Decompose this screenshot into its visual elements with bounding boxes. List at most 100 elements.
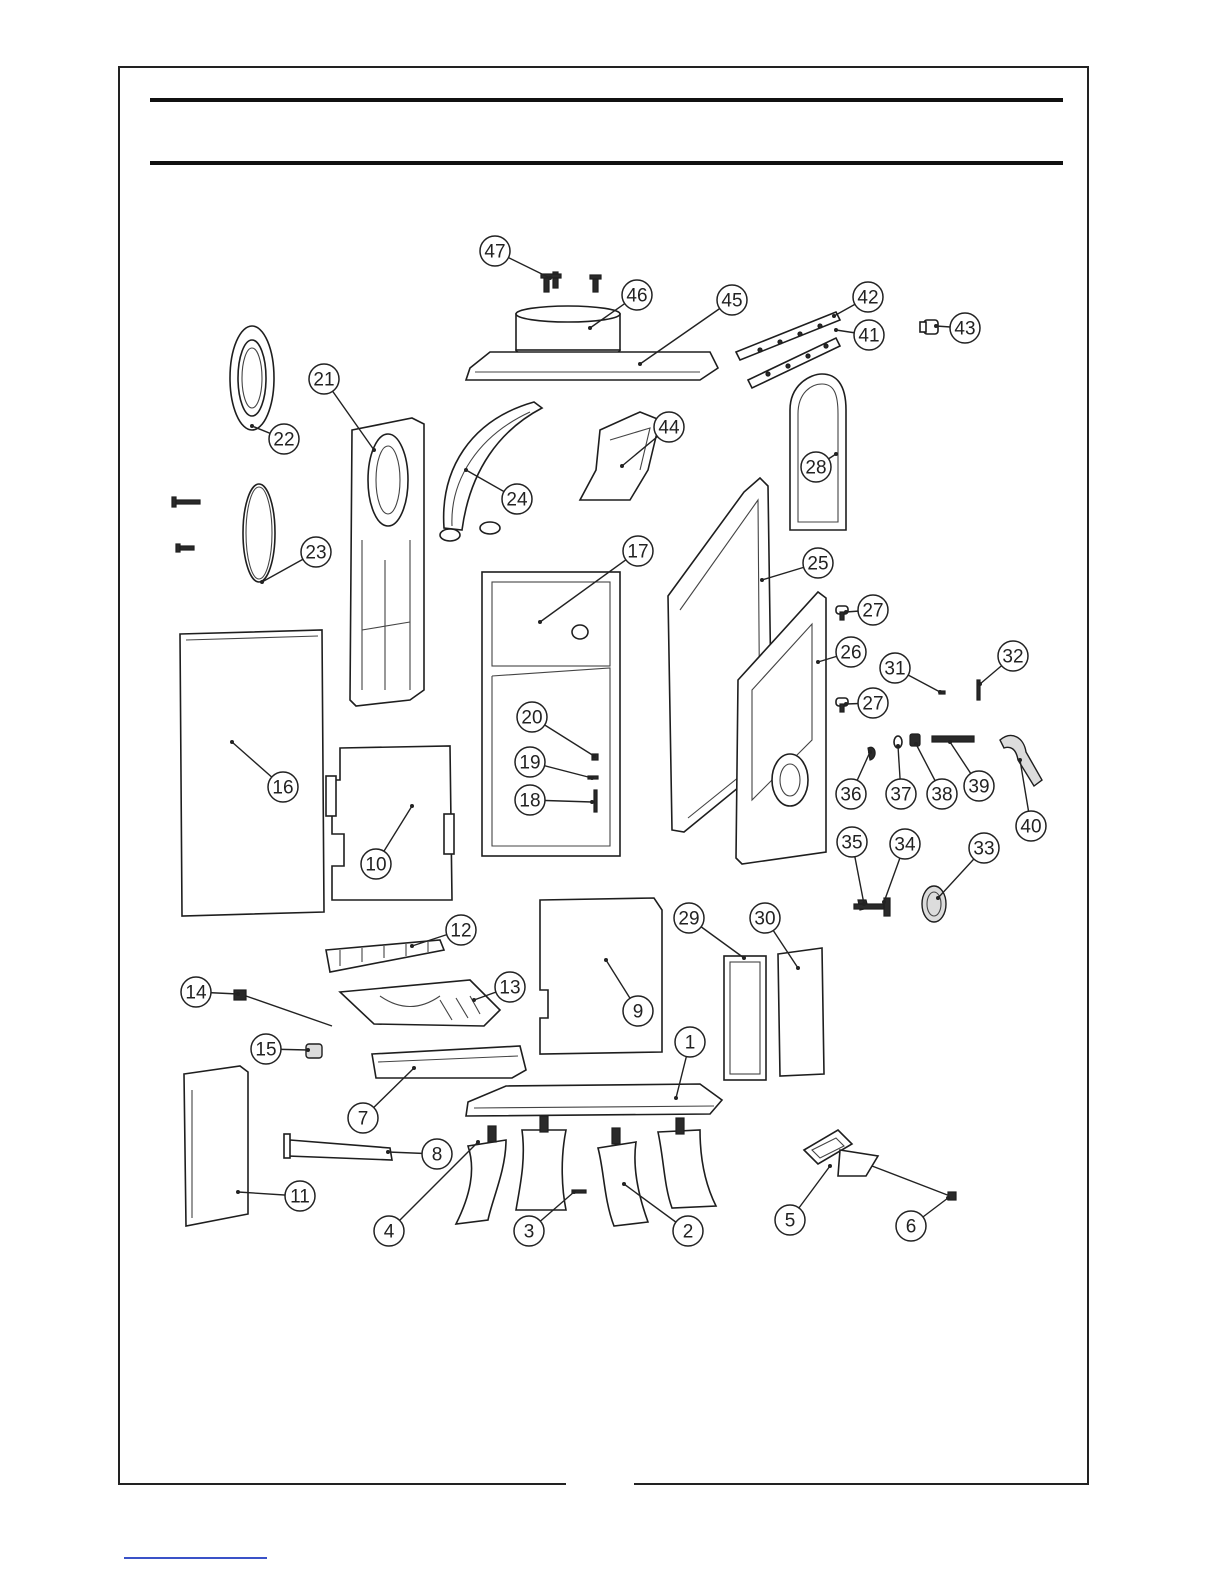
- callout-leader-dot: [472, 998, 476, 1002]
- part-handle-hardware: [868, 734, 974, 760]
- callout-22: 22: [269, 424, 299, 454]
- callout-40: 40: [1016, 811, 1046, 841]
- part-flue-screws: [541, 272, 601, 292]
- callout-number: 39: [968, 777, 989, 798]
- callout-leader-dot: [946, 1196, 950, 1200]
- part-side-panel: [180, 630, 324, 916]
- part-flue-collar: [516, 306, 620, 358]
- part-firebrick-side: [326, 746, 454, 900]
- callout-number: 15: [255, 1040, 276, 1061]
- callout-number: 1: [685, 1033, 696, 1054]
- callout-leader-dot: [588, 326, 592, 330]
- callout-number: 6: [906, 1217, 917, 1238]
- callout-leader-dot: [604, 958, 608, 962]
- callout-21: 21: [309, 364, 339, 394]
- callout-6: 6: [896, 1211, 926, 1241]
- callout-number: 2: [683, 1222, 694, 1243]
- callout-11: 11: [285, 1181, 315, 1211]
- callout-number: 43: [954, 319, 975, 340]
- part-legs: [456, 1116, 716, 1226]
- callout-number: 36: [840, 785, 861, 806]
- callout-32: 32: [998, 641, 1028, 671]
- callout-5: 5: [775, 1205, 805, 1235]
- callout-29: 29: [674, 903, 704, 933]
- part-gasket-ring: [243, 484, 275, 582]
- callout-number: 29: [678, 909, 699, 930]
- callout-number: 11: [290, 1187, 310, 1208]
- callout-46: 46: [622, 280, 652, 310]
- callout-1: 1: [675, 1027, 705, 1057]
- callout-27: 27: [858, 595, 888, 625]
- callout-number: 45: [721, 291, 742, 312]
- callout-number: 7: [358, 1109, 369, 1130]
- callout-number: 20: [521, 708, 542, 729]
- callout-number: 9: [633, 1002, 644, 1023]
- callout-number: 8: [432, 1145, 443, 1166]
- callout-leader-dot: [938, 690, 942, 694]
- part-bolts: [172, 497, 200, 552]
- callout-34: 34: [890, 829, 920, 859]
- part-riddling-rod: [234, 990, 332, 1026]
- callout-18: 18: [515, 785, 545, 815]
- callout-leader-dot: [638, 362, 642, 366]
- callout-leader-dot: [832, 314, 836, 318]
- part-ash-pan-tool: [284, 1134, 392, 1160]
- callout-23: 23: [301, 537, 331, 567]
- callout-39: 39: [964, 771, 994, 801]
- callout-number: 3: [524, 1222, 535, 1243]
- callout-number: 16: [272, 778, 293, 799]
- callout-leader-dot: [236, 992, 240, 996]
- callout-leader-dot: [372, 448, 376, 452]
- callout-9: 9: [623, 996, 653, 1026]
- callout-8: 8: [422, 1139, 452, 1169]
- part-air-slider: [804, 1130, 956, 1200]
- callout-leader-dot: [592, 754, 596, 758]
- callout-leader-dot: [1018, 758, 1022, 762]
- callout-leader-dot: [896, 744, 900, 748]
- callout-leader-dot: [868, 750, 872, 754]
- callout-number: 12: [450, 921, 471, 942]
- callout-leader-dot: [914, 742, 918, 746]
- callout-number: 42: [857, 288, 878, 309]
- callout-24: 24: [502, 484, 532, 514]
- callout-38: 38: [927, 779, 957, 809]
- callout-25: 25: [803, 548, 833, 578]
- callout-leader-dot: [742, 956, 746, 960]
- callout-number: 32: [1002, 647, 1023, 668]
- callout-number: 10: [365, 855, 386, 876]
- callout-36: 36: [836, 779, 866, 809]
- callout-33: 33: [969, 833, 999, 863]
- callout-leader-dot: [230, 740, 234, 744]
- callout-20: 20: [517, 702, 547, 732]
- part-deflector: [580, 412, 660, 500]
- callout-37: 37: [886, 779, 916, 809]
- callout-leader-dot: [978, 682, 982, 686]
- callout-leader-dot: [386, 1150, 390, 1154]
- callout-number: 22: [273, 430, 294, 451]
- callout-13: 13: [495, 972, 525, 1002]
- callout-leader-dot: [828, 1164, 832, 1168]
- callout-number: 4: [384, 1222, 395, 1243]
- callout-19: 19: [515, 747, 545, 777]
- callout-leader-dot: [306, 1048, 310, 1052]
- callout-7: 7: [348, 1103, 378, 1133]
- part-back-panel: [350, 418, 424, 706]
- callout-41: 41: [854, 320, 884, 350]
- callout-14: 14: [181, 977, 211, 1007]
- callout-leader-dot: [816, 660, 820, 664]
- callout-number: 23: [305, 543, 326, 564]
- callout-number: 44: [658, 418, 680, 439]
- callout-leader-dot: [834, 452, 838, 456]
- callout-number: 30: [754, 909, 775, 930]
- part-firebrick-back: [540, 898, 662, 1054]
- callout-number: 34: [894, 835, 916, 856]
- callout-leader-dot: [934, 324, 938, 328]
- callout-12: 12: [446, 915, 476, 945]
- callout-number: 47: [484, 242, 505, 263]
- callout-leader-dot: [590, 776, 594, 780]
- callout-10: 10: [361, 849, 391, 879]
- part-small-fasteners: [939, 680, 980, 700]
- callout-number: 26: [840, 643, 861, 664]
- callout-number: 41: [858, 326, 879, 347]
